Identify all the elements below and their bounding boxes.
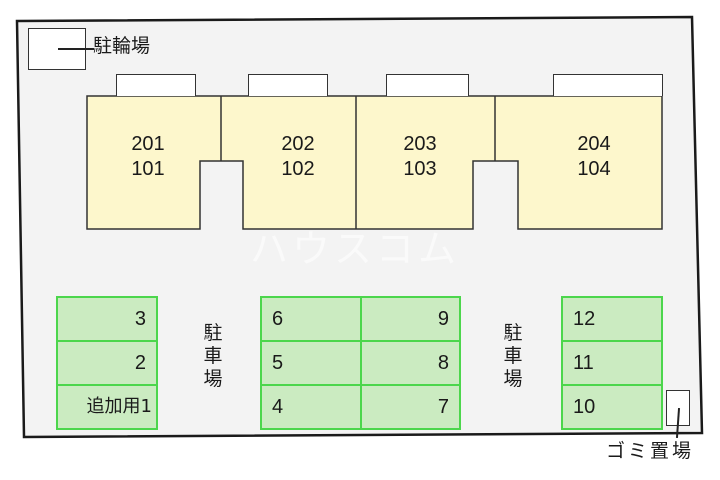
unit-lower-number: 103 (403, 158, 437, 180)
unit-upper-number: 204 (577, 133, 611, 155)
balcony-201 (116, 74, 196, 96)
parking-label-char: 駐 (503, 322, 523, 344)
unit-upper-number: 201 (131, 133, 165, 155)
unit-lower-number: 101 (131, 158, 165, 180)
parking-label-char: 車 (203, 345, 223, 367)
parking-space-2: 2 (58, 340, 156, 386)
bicycle-parking-label: 駐輪場 (93, 35, 151, 57)
unit-lower-number: 104 (577, 158, 611, 180)
watermark: ハウスコム (250, 227, 461, 271)
unit-upper-number: 202 (281, 133, 315, 155)
parking-space-3: 3 (134, 308, 146, 330)
balcony-203 (386, 74, 469, 96)
unit-203-103: 203 103 (390, 132, 450, 182)
parking-area-label: 駐 車 場 (502, 322, 524, 391)
unit-upper-number: 203 (403, 133, 437, 155)
balcony-204 (553, 74, 663, 96)
unit-lower-number: 102 (281, 158, 315, 180)
parking-space-4: 4 (262, 384, 361, 430)
parking-label-char: 場 (203, 368, 223, 390)
unit-204-104: 204 104 (564, 132, 624, 182)
parking-block-right: 12 11 10 (561, 296, 663, 430)
parking-space-10: 10 (563, 384, 661, 430)
parking-space-11: 11 (563, 340, 661, 386)
parking-space-additional-1: 追加用1 (58, 384, 156, 430)
parking-space-5: 5 (262, 340, 361, 386)
parking-area-label: 駐 車 場 (202, 322, 224, 391)
parking-label-char: 場 (503, 368, 523, 390)
parking-label-char: 駐 (203, 322, 223, 344)
building-outline (86, 95, 663, 230)
parking-space-8: 8 (362, 340, 459, 386)
parking-label-char: 車 (503, 345, 523, 367)
garbage-area-label: ゴミ置場 (606, 440, 695, 462)
parking-block-left: 3 2 追加用1 (56, 296, 158, 430)
parking-divider (360, 298, 362, 428)
unit-201-101: 201 101 (118, 132, 178, 182)
balcony-202 (248, 74, 328, 96)
parking-block-middle: 6 5 4 9 8 7 (260, 296, 461, 430)
unit-202-102: 202 102 (268, 132, 328, 182)
parking-space-9: 9 (437, 308, 449, 330)
parking-space-7: 7 (362, 384, 459, 430)
parking-space-6: 6 (272, 308, 284, 330)
bicycle-parking-leader-line (58, 48, 94, 50)
parking-column-7-9: 9 8 7 (362, 298, 459, 428)
parking-column-4-6: 6 5 4 (262, 298, 361, 428)
parking-space-12: 12 (573, 308, 596, 330)
